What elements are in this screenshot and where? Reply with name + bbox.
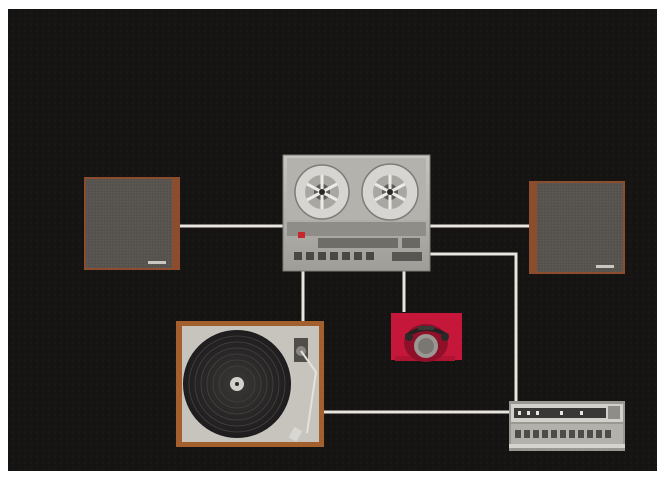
reel-to-reel-tape-deck (282, 154, 431, 272)
right-reel (361, 163, 419, 221)
left-reel (294, 164, 350, 220)
headphones-in-red-case (391, 313, 462, 362)
connecting-cables (178, 224, 531, 414)
turntable (176, 321, 324, 447)
left-speaker (84, 177, 180, 270)
right-speaker (529, 181, 625, 274)
receiver (509, 401, 625, 451)
